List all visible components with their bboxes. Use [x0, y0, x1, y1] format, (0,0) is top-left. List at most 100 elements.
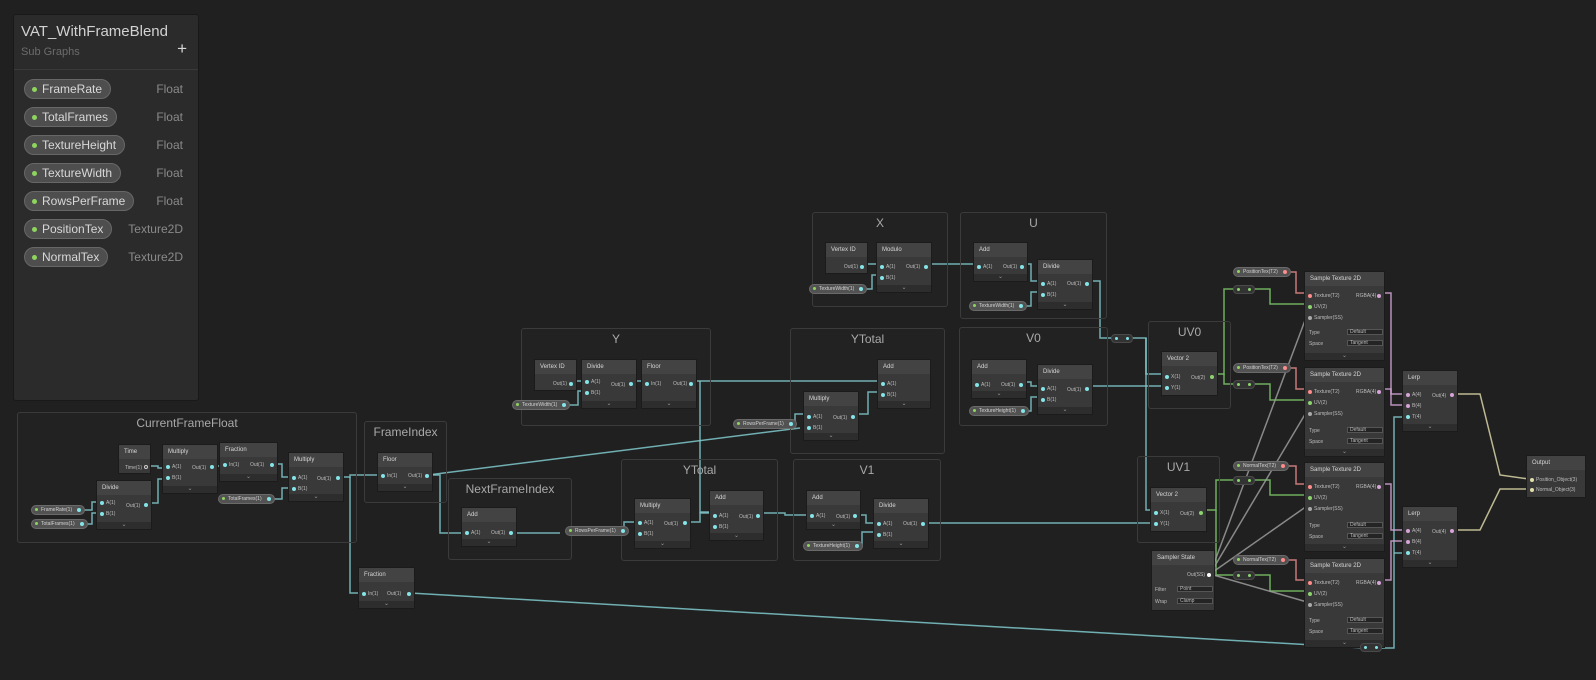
output-port[interactable]: [562, 403, 567, 407]
reroute-node[interactable]: [1233, 380, 1255, 389]
input-port[interactable]: [1154, 522, 1158, 526]
node-time[interactable]: Time Time(1): [118, 444, 151, 474]
input-port[interactable]: [1308, 507, 1312, 511]
input-port[interactable]: [1308, 316, 1312, 320]
property-framerate[interactable]: FrameRate: [24, 79, 112, 99]
collapse-chevron-icon[interactable]: ⌄: [1305, 640, 1384, 647]
connection-wire[interactable]: [1289, 367, 1307, 390]
collapse-chevron-icon[interactable]: ⌄: [974, 274, 1027, 281]
collapse-chevron-icon[interactable]: ⌄: [220, 474, 277, 481]
input-port[interactable]: [292, 487, 296, 491]
collapse-chevron-icon[interactable]: ⌄: [97, 522, 151, 529]
node-vertex-id[interactable]: Vertex ID Out(1): [534, 359, 577, 391]
input-port[interactable]: [1041, 282, 1045, 286]
connection-wire[interactable]: [1382, 388, 1405, 406]
type-dropdown[interactable]: Default: [1347, 329, 1383, 335]
connection-wire[interactable]: [760, 512, 809, 516]
group-uv1[interactable]: UV1: [1137, 456, 1220, 543]
output-port[interactable]: [788, 422, 793, 426]
group-next-frame-index[interactable]: NextFrameIndex: [448, 478, 572, 560]
property-totalframes[interactable]: TotalFrames: [24, 107, 118, 127]
input-port[interactable]: [1041, 387, 1045, 391]
node-sampler-state[interactable]: Sampler State Out(SS) Filter Point Wrap …: [1151, 550, 1215, 611]
property-node-totalframes[interactable]: TotalFrames(1): [31, 519, 88, 529]
connection-wire[interactable]: [1382, 540, 1405, 581]
group-uv0[interactable]: UV0: [1148, 321, 1231, 409]
output-port[interactable]: [924, 265, 928, 269]
input-port[interactable]: [100, 501, 104, 505]
output-port[interactable]: [921, 522, 925, 526]
output-port[interactable]: [1126, 337, 1129, 340]
output-port[interactable]: [1377, 581, 1381, 585]
connection-wire[interactable]: [1209, 505, 1308, 575]
space-dropdown[interactable]: Tangent: [1347, 628, 1383, 634]
input-port[interactable]: [585, 380, 589, 384]
node-multiply[interactable]: Multiply A(1) B(1) Out(1) ⌄: [162, 444, 218, 494]
input-port[interactable]: [1308, 496, 1312, 500]
input-port[interactable]: [1165, 375, 1169, 379]
input-port[interactable]: [975, 383, 979, 387]
node-vector2[interactable]: Vector 2 X(1) Y(1) Out(2): [1150, 487, 1207, 532]
connection-wire[interactable]: [80, 501, 99, 511]
output-port[interactable]: [1199, 511, 1203, 515]
input-port[interactable]: [465, 531, 469, 535]
node-fraction[interactable]: Fraction In(1) Out(1) ⌄: [358, 567, 415, 609]
space-dropdown[interactable]: Tangent: [1347, 533, 1383, 539]
output-port[interactable]: [79, 522, 84, 526]
collapse-chevron-icon[interactable]: ⌄: [1403, 424, 1457, 431]
property-node-rowsperframe[interactable]: RowsPerFrame(1): [565, 526, 629, 536]
collapse-chevron-icon[interactable]: ⌄: [1038, 407, 1092, 414]
wrap-dropdown[interactable]: Clamp: [1177, 598, 1213, 604]
connection-wire[interactable]: [1209, 410, 1308, 575]
node-modulo[interactable]: Modulo A(1) B(1) Out(1) ⌄: [876, 242, 932, 293]
type-dropdown[interactable]: Default: [1347, 617, 1383, 623]
output-port[interactable]: [1210, 375, 1214, 379]
connection-wire[interactable]: [1252, 288, 1307, 305]
property-node-textureheight[interactable]: TextureHeight(1): [969, 406, 1029, 416]
output-port[interactable]: [1248, 574, 1251, 577]
connection-wire[interactable]: [856, 514, 876, 524]
collapse-chevron-icon[interactable]: ⌄: [1305, 544, 1384, 551]
connection-wire[interactable]: [1382, 483, 1405, 531]
connection-wire[interactable]: [409, 592, 1366, 649]
input-port[interactable]: [881, 382, 885, 386]
output-port[interactable]: [1377, 294, 1381, 298]
property-rowsperframe[interactable]: RowsPerFrame: [24, 191, 135, 211]
output-port[interactable]: [407, 592, 411, 596]
input-port[interactable]: [713, 525, 717, 529]
connection-wire[interactable]: [1379, 416, 1405, 649]
node-add[interactable]: Add A(1) Out(1) ⌄: [806, 490, 861, 530]
collapse-chevron-icon[interactable]: ⌄: [1403, 560, 1457, 567]
output-port[interactable]: [1377, 390, 1381, 394]
input-port[interactable]: [585, 391, 589, 395]
connection-wire[interactable]: [1382, 292, 1405, 395]
input-port[interactable]: [1308, 294, 1312, 298]
node-floor[interactable]: Floor In(1) Out(1) ⌄: [377, 452, 433, 492]
output-port[interactable]: [620, 529, 625, 533]
input-port[interactable]: [166, 476, 170, 480]
input-port[interactable]: [1237, 479, 1240, 482]
input-port[interactable]: [1237, 383, 1240, 386]
node-add[interactable]: Add A(1) B(1) ⌄: [877, 359, 931, 409]
group-frame-index[interactable]: FrameIndex: [364, 421, 447, 503]
node-divide[interactable]: Divide A(1) B(1) Out(1) ⌄: [581, 359, 637, 409]
node-sample-texture-2d[interactable]: Sample Texture 2D Texture(T2) UV(2) Samp…: [1304, 558, 1385, 648]
reroute-node[interactable]: [1233, 476, 1255, 485]
node-floor[interactable]: Floor In(1) Out(1) ⌄: [641, 359, 697, 409]
output-port[interactable]: [1207, 573, 1211, 577]
output-port[interactable]: [210, 465, 214, 469]
node-lerp[interactable]: Lerp A(4) B(4) T(4) Out(4) ⌄: [1402, 370, 1458, 432]
input-port[interactable]: [292, 476, 296, 480]
output-port[interactable]: [144, 465, 148, 469]
input-port[interactable]: [1308, 603, 1312, 607]
input-port[interactable]: [807, 415, 811, 419]
input-port[interactable]: [638, 532, 642, 536]
reroute-node[interactable]: [1360, 643, 1382, 652]
input-port[interactable]: [1308, 401, 1312, 405]
group-y[interactable]: Y: [521, 328, 711, 426]
node-divide[interactable]: Divide A(1) B(1) Out(1) ⌄: [873, 498, 929, 549]
property-node-positiontex[interactable]: PositionTex(T2): [1233, 363, 1291, 373]
input-port[interactable]: [166, 465, 170, 469]
input-port[interactable]: [1165, 386, 1169, 390]
property-node-texturewidth[interactable]: TextureWidth(1): [809, 284, 868, 294]
